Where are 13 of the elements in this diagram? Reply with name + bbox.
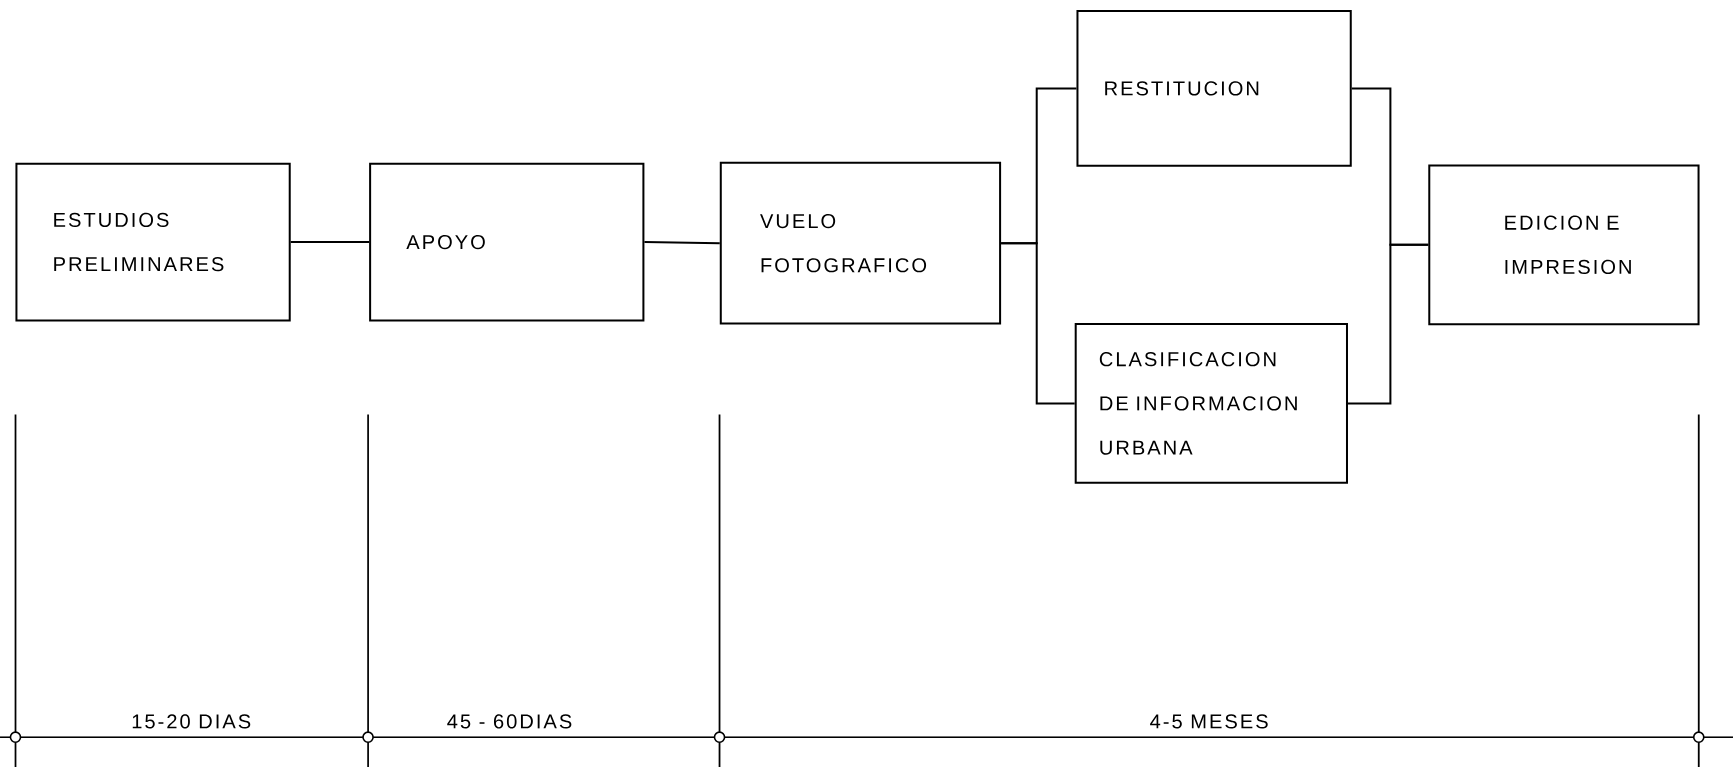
- duration-label: 15-20 DIAS: [132, 714, 251, 729]
- connector-line: [1001, 242, 1075, 405]
- process-box: RESTITUCION: [1076, 10, 1352, 167]
- process-box: EDICION E IMPRESION: [1428, 164, 1700, 326]
- connector-line: [290, 241, 370, 244]
- duration-label: 4-5 MESES: [1150, 714, 1268, 729]
- process-box: VUELO FOTOGRAFICO: [719, 161, 1002, 325]
- process-box: APOYO: [369, 162, 645, 322]
- connector-line: [1348, 243, 1429, 405]
- connector-line: [644, 241, 720, 245]
- process-box: ESTUDIOS PRELIMINARES: [15, 162, 291, 322]
- duration-label: 45 - 60DIAS: [447, 714, 572, 729]
- process-box: CLASIFICACION DE INFORMACION URBANA: [1074, 323, 1348, 484]
